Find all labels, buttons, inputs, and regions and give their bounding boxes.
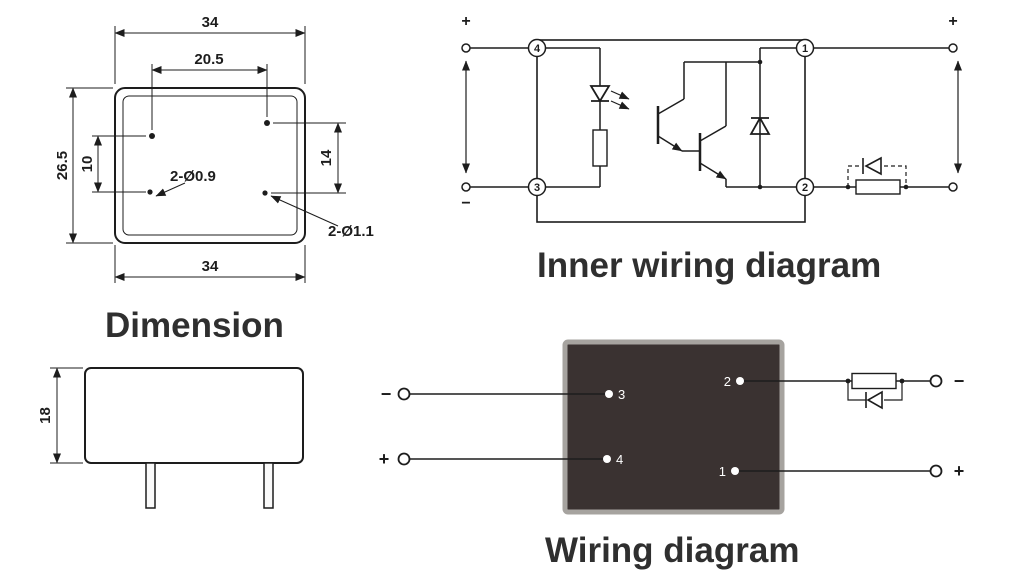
snubber-diode-symbol bbox=[865, 390, 883, 410]
terminal-4-label: 4 bbox=[534, 43, 541, 55]
input-plus-label: + bbox=[461, 13, 470, 30]
terminal-2-label: 2 bbox=[802, 182, 808, 194]
snubber-branch-dashed bbox=[847, 165, 907, 187]
led-emission-arrow bbox=[610, 100, 630, 110]
pin-mark bbox=[149, 133, 155, 139]
pin-dot-4 bbox=[603, 455, 611, 463]
pin-dot-3 bbox=[605, 390, 613, 398]
terminal-circle-3 bbox=[527, 177, 547, 197]
junction-dot bbox=[845, 378, 851, 384]
inner-wiring-title: Inner wiring diagram bbox=[537, 246, 881, 285]
extension-lines bbox=[50, 367, 83, 464]
output-terminal bbox=[948, 182, 958, 192]
input-minus-label: − bbox=[461, 195, 470, 212]
wiring-right-minus-label: − bbox=[954, 371, 965, 391]
left-plus-terminal bbox=[397, 452, 411, 466]
dimension-top-view bbox=[66, 26, 346, 283]
right-minus-terminal bbox=[929, 374, 943, 388]
snubber-resistor bbox=[851, 372, 897, 390]
leader-hole-large bbox=[270, 195, 339, 227]
module-box bbox=[536, 39, 806, 223]
module-outline-outer bbox=[114, 87, 306, 244]
dim-top-width-value: 34 bbox=[202, 14, 219, 31]
right-plus-terminal bbox=[929, 464, 943, 478]
circuit-wires bbox=[470, 47, 949, 188]
wiring-wires bbox=[409, 380, 930, 472]
transistor-emitter-arrow bbox=[699, 162, 727, 180]
output-diode-symbol bbox=[862, 156, 882, 176]
pin-mark bbox=[264, 120, 270, 126]
pin-3-label: 3 bbox=[618, 387, 625, 402]
terminal-circle-1 bbox=[795, 38, 815, 58]
dimension-title: Dimension bbox=[105, 306, 284, 345]
hole-note-large: 2-Ø1.1 bbox=[328, 223, 374, 240]
relay-module-body bbox=[562, 339, 785, 515]
dim-overall-height-value: 26.5 bbox=[54, 151, 71, 180]
dimension-side-view bbox=[50, 367, 304, 509]
hole-note-small: 2-Ø0.9 bbox=[170, 168, 216, 185]
junction-dot bbox=[757, 59, 763, 65]
wiring-left-plus-label: + bbox=[379, 449, 390, 469]
junction-dot bbox=[903, 184, 909, 190]
left-minus-terminal bbox=[397, 387, 411, 401]
dim-pin-span-width-value: 20.5 bbox=[194, 51, 223, 68]
transistor-base-bars bbox=[656, 106, 702, 171]
junction-dot bbox=[757, 184, 763, 190]
junction-dot bbox=[845, 184, 851, 190]
dim-pin-span-height-right-value: 14 bbox=[318, 149, 335, 166]
dim-side-height-value: 18 bbox=[37, 407, 54, 424]
output-resistor bbox=[855, 179, 901, 195]
wiring-diagram bbox=[397, 339, 943, 515]
inner-wiring-diagram bbox=[461, 38, 962, 223]
terminal-1-label: 1 bbox=[802, 43, 808, 55]
transistor-collector-lines bbox=[657, 98, 727, 142]
terminal-circle-4 bbox=[527, 38, 547, 58]
pin-mark bbox=[147, 189, 153, 195]
led-emission-arrow bbox=[610, 90, 630, 100]
dim-pin-span-height-value: 10 bbox=[79, 156, 96, 173]
extension-lines bbox=[66, 26, 346, 283]
output-plus-label: + bbox=[948, 13, 957, 30]
module-side-pin-right bbox=[263, 462, 274, 509]
snubber-branch bbox=[847, 381, 903, 401]
junction-dot bbox=[899, 378, 905, 384]
pin-2-label: 2 bbox=[724, 374, 731, 389]
protection-diode-symbol bbox=[749, 116, 771, 135]
wiring-title: Wiring diagram bbox=[545, 531, 799, 570]
pin-4-label: 4 bbox=[616, 452, 623, 467]
terminal-3-label: 3 bbox=[534, 182, 540, 194]
led-symbol bbox=[589, 85, 611, 103]
input-minus-terminal bbox=[461, 182, 471, 192]
pin-mark bbox=[262, 190, 268, 196]
dim-bottom-width-value: 34 bbox=[202, 258, 219, 275]
module-side-outline bbox=[84, 367, 304, 464]
pin-dot-2 bbox=[736, 377, 744, 385]
wiring-left-minus-label: − bbox=[381, 384, 392, 404]
input-resistor bbox=[592, 129, 608, 167]
module-outline-inner bbox=[122, 95, 298, 236]
output-plus-terminal bbox=[948, 43, 958, 53]
input-plus-terminal bbox=[461, 43, 471, 53]
pin-dot-1 bbox=[731, 467, 739, 475]
leader-hole-small bbox=[155, 182, 186, 197]
terminal-circle-2 bbox=[795, 177, 815, 197]
transistor-emitter-arrow bbox=[657, 135, 683, 152]
wiring-right-plus-label: + bbox=[954, 461, 965, 481]
pin-1-label: 1 bbox=[719, 464, 726, 479]
module-side-pin-left bbox=[145, 462, 156, 509]
